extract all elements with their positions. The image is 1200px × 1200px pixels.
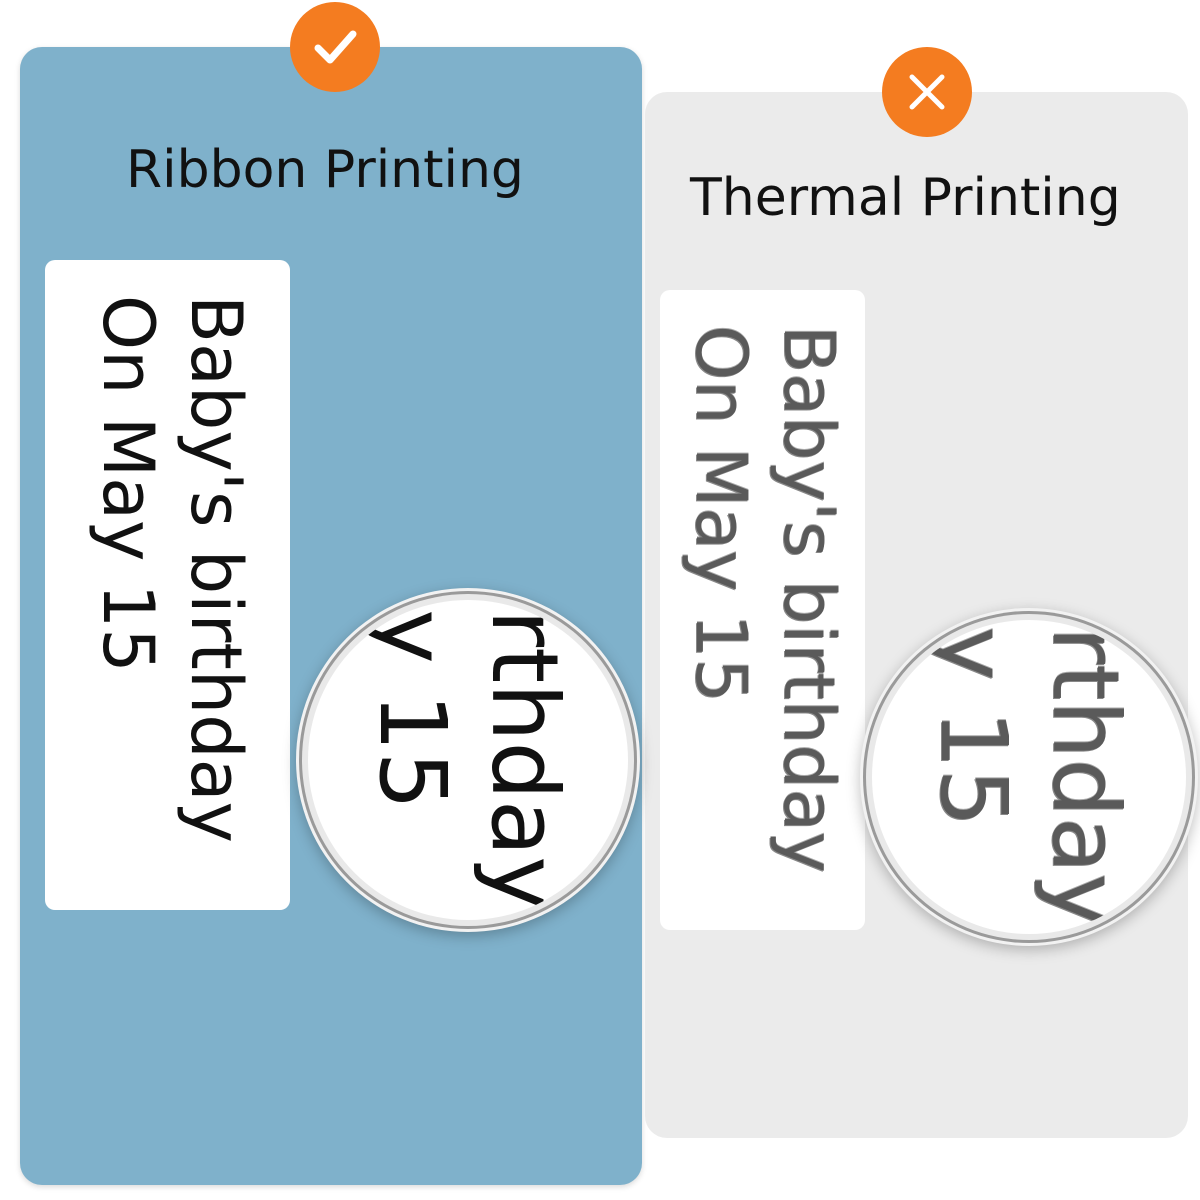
ribbon-magnified-text: rthday y 15 (356, 609, 580, 910)
ribbon-magnifier: rthday y 15 (308, 600, 628, 920)
magnified-line-2: y 15 (920, 626, 1027, 828)
x-icon (882, 47, 972, 137)
thermal-magnifier: rthday y 15 (872, 620, 1186, 934)
thermal-label: Baby's birthday On May 15 (660, 290, 865, 930)
ribbon-label: Baby's birthday On May 15 (45, 260, 290, 910)
label-line-1: Baby's birthday (175, 295, 257, 843)
label-line-2: On May 15 (680, 325, 762, 703)
check-icon (290, 2, 380, 92)
ribbon-title: Ribbon Printing (126, 140, 524, 200)
magnified-line-1: rthday (471, 609, 578, 911)
thermal-title: Thermal Printing (690, 168, 1121, 228)
label-line-1: Baby's birthday (768, 325, 850, 873)
magnified-line-1: rthday (1032, 626, 1139, 928)
thermal-label-text: Baby's birthday On May 15 (677, 325, 853, 873)
thermal-magnified-text: rthday y 15 (917, 626, 1141, 927)
label-line-2: On May 15 (87, 295, 169, 673)
ribbon-label-text: Baby's birthday On May 15 (84, 295, 260, 843)
magnified-line-2: y 15 (359, 609, 466, 811)
